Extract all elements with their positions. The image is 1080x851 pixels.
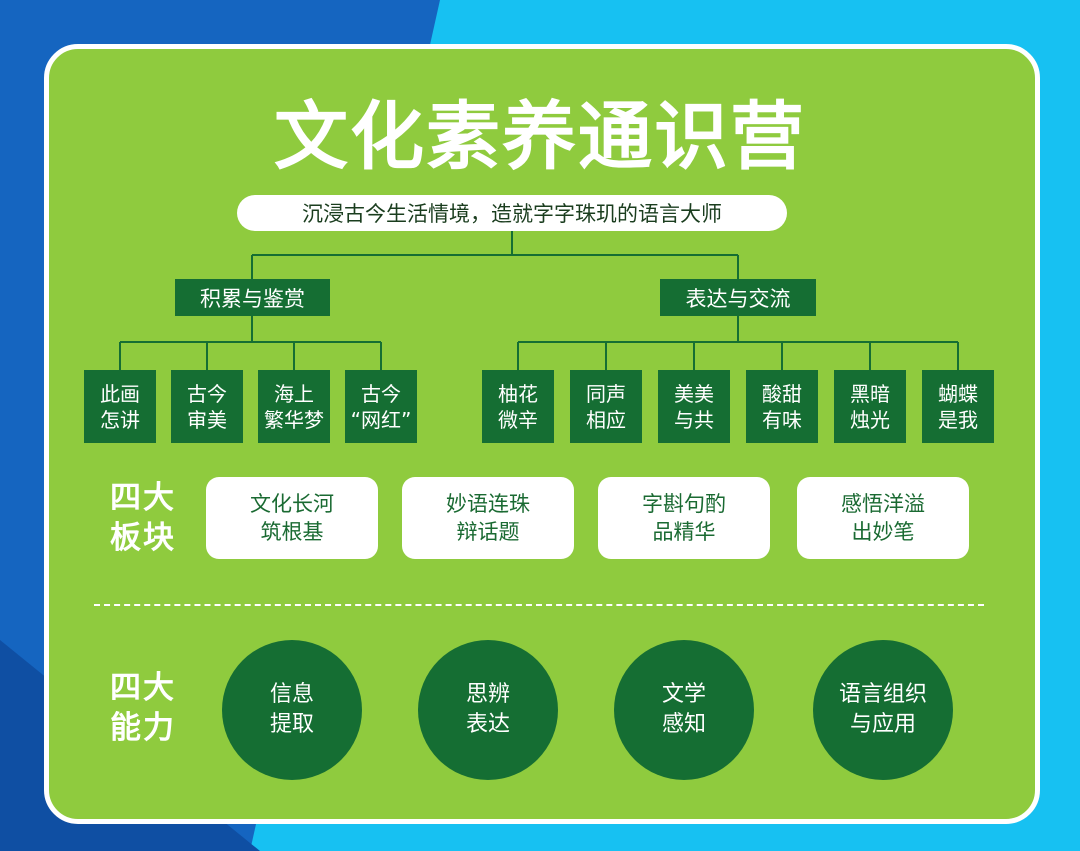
leaf-line2: 审美	[187, 407, 227, 432]
leaf-line1: 古今	[361, 381, 401, 406]
module-line2: 筑根基	[260, 520, 324, 544]
leaf-line2: 烛光	[850, 407, 890, 432]
leaf-line2: 相应	[586, 407, 626, 432]
abilities-section-label: 四大 能力	[106, 668, 180, 748]
ability-line1: 文学	[661, 682, 706, 707]
leaf-line1: 美美	[674, 381, 714, 406]
leaf-item: 黑暗 烛光	[834, 370, 906, 443]
ability-circle: 语言组织 与应用	[813, 640, 953, 780]
category-label: 表达与交流	[685, 286, 791, 311]
leaf-item: 此画 怎讲	[84, 370, 156, 443]
ability-circle: 思辨 表达	[418, 640, 558, 780]
module-line2: 出妙笔	[851, 520, 915, 544]
ability-circle: 文学 感知	[614, 640, 754, 780]
modules-section-label: 四大 板块	[106, 478, 180, 558]
ability-line2: 与应用	[849, 712, 916, 737]
ability-line2: 提取	[269, 712, 314, 737]
module-card: 字斟句酌 品精华	[598, 477, 770, 559]
leaf-item: 古今 “网红”	[345, 370, 417, 443]
page-title: 文化素养通识营	[274, 94, 806, 180]
subtitle-pill: 沉浸古今生活情境，造就字字珠玑的语言大师	[237, 195, 787, 231]
leaf-line1: 此画	[100, 381, 140, 406]
abilities-label-line1: 四大	[110, 670, 176, 706]
ability-line2: 感知	[661, 712, 706, 737]
module-card: 妙语连珠 辩话题	[402, 477, 574, 559]
category-accumulate-appreciate: 积累与鉴赏	[175, 279, 330, 316]
module-line1: 文化长河	[250, 492, 334, 516]
leaf-item: 酸甜 有味	[746, 370, 818, 443]
module-line2: 辩话题	[456, 520, 520, 544]
ability-line1: 思辨	[465, 682, 510, 707]
leaf-line1: 黑暗	[850, 381, 890, 406]
leaf-item: 海上 繁华梦	[258, 370, 330, 443]
ability-line2: 表达	[465, 712, 510, 737]
leaf-line1: 同声	[586, 381, 626, 406]
leaf-line2: 繁华梦	[264, 407, 324, 432]
module-card: 文化长河 筑根基	[206, 477, 378, 559]
leaf-line1: 酸甜	[762, 381, 802, 406]
leaf-line2: 微辛	[498, 407, 538, 432]
category-label: 积累与鉴赏	[200, 286, 305, 311]
module-card: 感悟洋溢 出妙笔	[797, 477, 969, 559]
leaf-line2: 是我	[938, 407, 978, 432]
leaf-line2: 与共	[674, 407, 714, 432]
ability-circle: 信息 提取	[222, 640, 362, 780]
abilities-label-line2: 能力	[110, 710, 176, 746]
subtitle-text: 沉浸古今生活情境，造就字字珠玑的语言大师	[302, 202, 722, 226]
leaf-line1: 古今	[187, 381, 227, 406]
category-express-communicate: 表达与交流	[660, 279, 816, 316]
leaf-item: 柚花 微辛	[482, 370, 554, 443]
leaf-line2: “网红”	[350, 407, 412, 432]
modules-label-line2: 板块	[110, 520, 176, 556]
module-line1: 感悟洋溢	[841, 492, 925, 516]
module-line2: 品精华	[652, 520, 716, 544]
modules-label-line1: 四大	[110, 480, 176, 516]
leaf-line2: 有味	[762, 407, 802, 432]
leaf-item: 同声 相应	[570, 370, 642, 443]
leaf-item: 蝴蝶 是我	[922, 370, 994, 443]
section-divider	[94, 604, 984, 606]
module-line1: 妙语连珠	[446, 492, 530, 516]
leaf-item: 美美 与共	[658, 370, 730, 443]
leaf-line1: 柚花	[498, 381, 538, 406]
leaf-line1: 蝴蝶	[938, 381, 978, 406]
leaf-line2: 怎讲	[100, 407, 140, 432]
leaf-item: 古今 审美	[171, 370, 243, 443]
leaf-line1: 海上	[274, 381, 314, 406]
module-line1: 字斟句酌	[642, 492, 726, 516]
ability-line1: 语言组织	[838, 682, 927, 707]
ability-line1: 信息	[269, 682, 314, 707]
